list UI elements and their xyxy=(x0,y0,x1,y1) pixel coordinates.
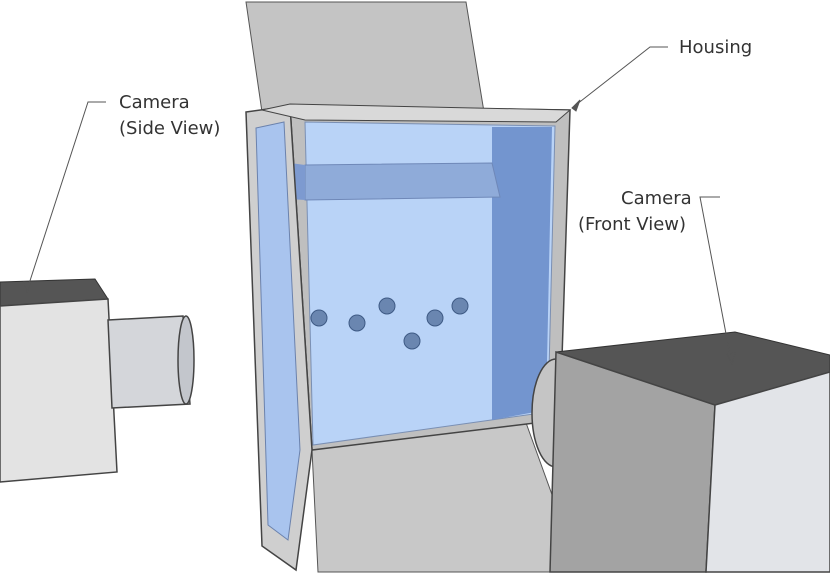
particle xyxy=(451,297,469,315)
camera-side-leader-arrow xyxy=(23,281,32,294)
housing-leader-arrow xyxy=(571,99,581,112)
camera-side-lens xyxy=(107,315,191,409)
camera-front-label-line2: (Front View) xyxy=(578,214,686,235)
camera-side-leader xyxy=(26,101,106,291)
particle xyxy=(403,332,421,350)
camera-front-leader xyxy=(699,196,732,361)
particle xyxy=(310,309,328,327)
inner-ledge xyxy=(304,162,501,201)
camera-side-lens-face xyxy=(177,315,195,405)
leader-lines xyxy=(23,46,736,366)
water-side-wall xyxy=(492,127,552,420)
housing-top-rim xyxy=(261,103,572,123)
camera-side-label-line1: Camera xyxy=(119,92,190,113)
housing xyxy=(245,103,572,572)
particle xyxy=(348,314,366,332)
back-panel-top xyxy=(245,1,485,113)
camera-side-label-line2: (Side View) xyxy=(119,118,220,139)
particles xyxy=(310,297,469,350)
camera-front-side xyxy=(705,371,830,573)
camera-front-label-line1: Camera xyxy=(621,188,692,209)
camera-side-view xyxy=(0,278,195,483)
camera-front-leader-arrow xyxy=(726,352,736,366)
housing-leader xyxy=(571,46,668,109)
camera-front-view xyxy=(531,331,830,573)
particle xyxy=(426,309,444,327)
particle xyxy=(378,297,396,315)
camera-side-body xyxy=(0,298,118,483)
housing-left-window xyxy=(255,121,301,541)
housing-label: Housing xyxy=(679,37,752,58)
